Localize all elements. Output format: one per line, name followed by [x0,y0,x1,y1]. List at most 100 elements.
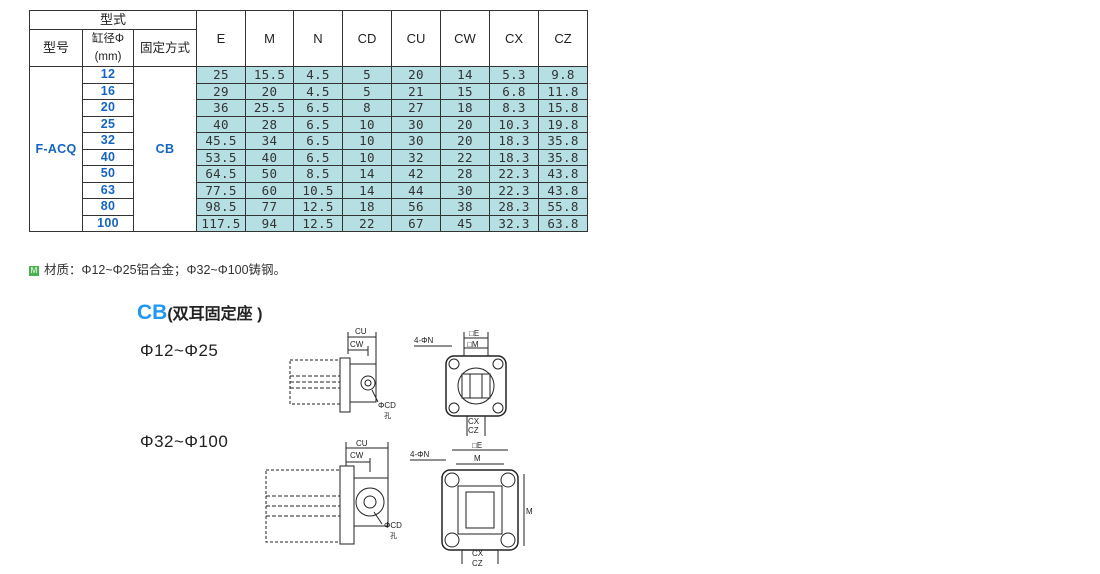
value-cell-n: 6.5 [293,115,343,133]
value-cell-cx: 28.3 [489,198,539,216]
section-code: CB [137,301,168,324]
value-cell-cx: 22.3 [489,181,539,199]
value-cell-cd: 14 [342,181,392,199]
value-cell-cz: 9.8 [538,66,588,84]
value-cell-e: 29 [196,82,246,100]
label-cw-large: CW [350,451,364,460]
label-e-large: □E [472,441,482,450]
col-header-cw: CW [440,10,490,67]
col-header-m: M [245,10,294,67]
value-cell-cz: 11.8 [538,82,588,100]
section-title: CB(双耳固定座 ) [137,300,262,325]
value-cell-cx: 18.3 [489,148,539,166]
value-cell-cu: 32 [391,148,441,166]
front-view-small-drawing: 4-ΦN □E □M CX CZ [414,329,507,436]
value-cell-n: 12.5 [293,198,343,216]
value-cell-cw: 18 [440,99,490,117]
value-cell-cw: 20 [440,132,490,150]
value-cell-cd: 18 [342,198,392,216]
label-hole-large: 孔 [390,532,397,540]
value-cell-m: 60 [245,181,294,199]
label-cx-small: CX [468,417,480,426]
value-cell-e: 40 [196,115,246,133]
header-mount: 固定方式 [133,29,197,67]
label-cz-small: CZ [468,426,479,435]
bore-cell: 63 [82,181,134,199]
value-cell-cx: 18.3 [489,132,539,150]
value-cell-cu: 30 [391,115,441,133]
value-cell-cu: 30 [391,132,441,150]
value-cell-cd: 22 [342,214,392,232]
side-view-small-drawing: CU CW ΦCD 孔 [289,327,396,420]
value-cell-cw: 20 [440,115,490,133]
value-cell-cw: 30 [440,181,490,199]
front-view-large-drawing: 4-ΦN □E M M CX CZ [410,441,533,568]
value-cell-e: 53.5 [196,148,246,166]
value-cell-cx: 32.3 [489,214,539,232]
range-large: Φ32~Φ100 [140,432,229,451]
header-bore-line1: 缸径Φ [91,33,125,45]
value-cell-m: 20 [245,82,294,100]
value-cell-cd: 10 [342,148,392,166]
value-cell-cw: 15 [440,82,490,100]
value-cell-cu: 44 [391,181,441,199]
value-cell-cd: 5 [342,82,392,100]
value-cell-cw: 38 [440,198,490,216]
col-header-cd: CD [342,10,392,67]
value-cell-cd: 10 [342,132,392,150]
col-header-cz: CZ [538,10,588,67]
value-cell-n: 12.5 [293,214,343,232]
bore-cell: 32 [82,132,134,150]
value-cell-cu: 67 [391,214,441,232]
value-cell-m: 34 [245,132,294,150]
value-cell-m: 15.5 [245,66,294,84]
value-cell-cx: 8.3 [489,99,539,117]
value-cell-n: 4.5 [293,82,343,100]
value-cell-cz: 55.8 [538,198,588,216]
bore-cell: 40 [82,148,134,166]
value-cell-cw: 28 [440,165,490,183]
value-cell-cz: 43.8 [538,181,588,199]
value-cell-cx: 5.3 [489,66,539,84]
value-cell-cu: 21 [391,82,441,100]
value-cell-e: 64.5 [196,165,246,183]
value-cell-e: 36 [196,99,246,117]
value-cell-e: 25 [196,66,246,84]
value-cell-cd: 14 [342,165,392,183]
col-header-e: E [196,10,246,67]
value-cell-m: 25.5 [245,99,294,117]
label-4n-small: 4-ΦN [414,336,433,345]
label-e-small: □E [469,329,479,338]
label-cw-small: CW [350,340,364,349]
col-header-cx: CX [489,10,539,67]
col-header-n: N [293,10,343,67]
header-bore-line2: (mm) [94,51,122,63]
mount-cell: CB [133,66,197,232]
value-cell-cd: 10 [342,115,392,133]
value-cell-cw: 22 [440,148,490,166]
value-cell-cw: 14 [440,66,490,84]
label-cd-large: ΦCD [384,521,402,530]
value-cell-cu: 27 [391,99,441,117]
label-cz-large: CZ [472,559,483,568]
value-cell-cd: 8 [342,99,392,117]
bore-cell: 16 [82,82,134,100]
value-cell-cx: 22.3 [489,165,539,183]
bore-cell: 50 [82,165,134,183]
value-cell-cw: 45 [440,214,490,232]
header-model: 型号 [29,29,83,67]
bore-cell: 25 [82,115,134,133]
value-cell-n: 8.5 [293,165,343,183]
label-4n-large: 4-ΦN [410,450,429,459]
value-cell-cx: 10.3 [489,115,539,133]
value-cell-cz: 19.8 [538,115,588,133]
side-view-large-drawing: CU CW ΦCD 孔 [265,439,402,545]
note-mark-icon: M [29,265,39,276]
value-cell-m: 94 [245,214,294,232]
label-mbox-small: □M [467,340,479,349]
